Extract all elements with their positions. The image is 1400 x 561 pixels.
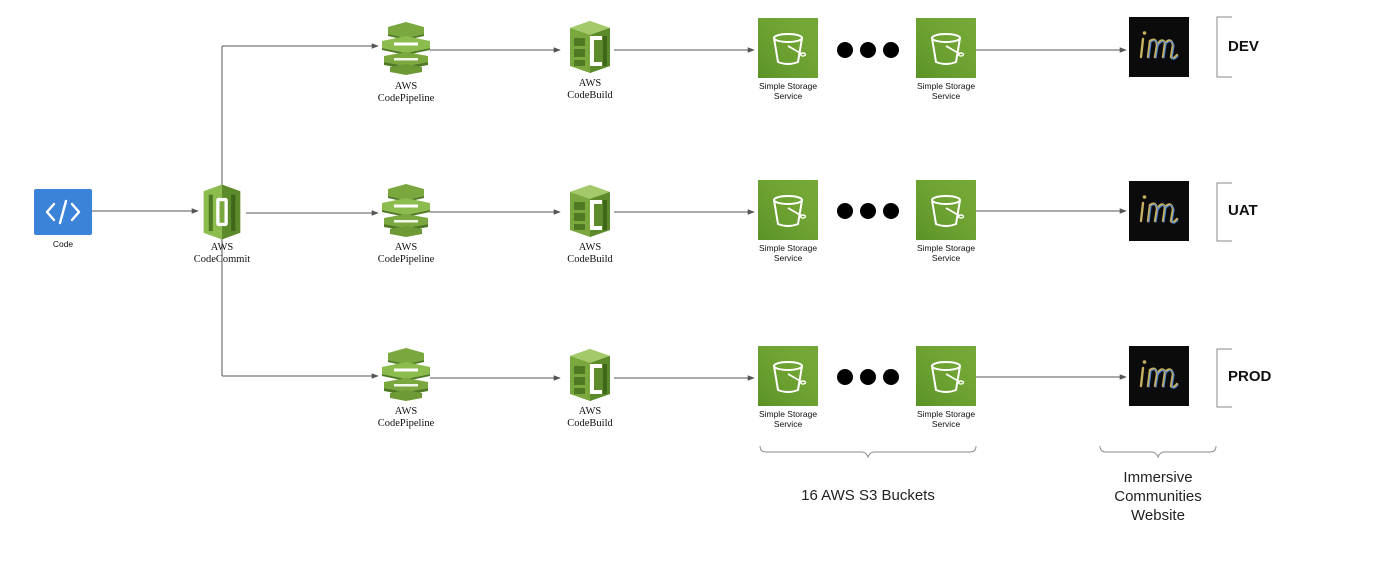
env-label: PROD (1228, 368, 1272, 385)
ellipsis-dots (837, 42, 899, 58)
s3-label-line2: Service (932, 419, 961, 429)
aws-codebuild-icon (568, 183, 612, 238)
s3-label-line1: Simple Storage (917, 243, 975, 253)
s3-label-line2: Service (774, 419, 803, 429)
code-icon (34, 189, 92, 235)
aws-codecommit-icon (203, 184, 241, 240)
s3-bucket-icon (758, 18, 818, 78)
codecommit-node: AWS CodeCommit (194, 184, 251, 265)
aws-codepipeline-icon (382, 22, 430, 75)
website-caption-line2: Communities (1114, 488, 1202, 505)
pipeline-label-line1: AWS (395, 242, 418, 253)
env-bracket (1216, 16, 1232, 78)
website-brace (1099, 445, 1217, 459)
s3-label-line1: Simple Storage (917, 81, 975, 91)
aws-codepipeline-icon (382, 348, 430, 401)
s3-bucket-icon (916, 346, 976, 406)
s3-label-line2: Service (774, 253, 803, 263)
build-label-line1: AWS (579, 78, 602, 89)
env-bracket (1216, 348, 1232, 408)
edges (92, 43, 1127, 381)
s3-label-line2: Service (774, 91, 803, 101)
immersive-communities-logo-icon (1129, 17, 1189, 77)
pipeline-label-line2: CodePipeline (378, 254, 435, 265)
buckets-brace (759, 445, 977, 459)
s3-label-line1: Simple Storage (759, 81, 817, 91)
codecommit-label-line2: CodeCommit (194, 254, 251, 265)
aws-codebuild-icon (568, 19, 612, 74)
s3-label-line2: Service (932, 91, 961, 101)
s3-bucket-icon (916, 180, 976, 240)
env-label: DEV (1228, 38, 1259, 55)
build-label-line1: AWS (579, 242, 602, 253)
env-bracket (1216, 182, 1232, 242)
immersive-communities-logo-icon (1129, 181, 1189, 241)
ellipsis-dots (837, 203, 899, 219)
s3-label-line2: Service (932, 253, 961, 263)
build-label-line2: CodeBuild (567, 418, 613, 429)
aws-codebuild-icon (568, 347, 612, 402)
env-label: UAT (1228, 202, 1258, 219)
build-label-line1: AWS (579, 406, 602, 417)
website-caption-line1: Immersive (1123, 469, 1192, 486)
build-label-line2: CodeBuild (567, 254, 613, 265)
s3-bucket-icon (916, 18, 976, 78)
s3-label-line1: Simple Storage (917, 409, 975, 419)
pipeline-label-line1: AWS (395, 81, 418, 92)
ellipsis-dots (837, 369, 899, 385)
build-label-line2: CodeBuild (567, 90, 613, 101)
aws-codepipeline-icon (382, 184, 430, 237)
row-dev: AWS CodePipeline AWS CodeBuild Simple St… (378, 16, 1259, 104)
pipeline-label-line1: AWS (395, 406, 418, 417)
row-uat: AWS CodePipeline AWS CodeBuild Simple St… (378, 180, 1258, 265)
s3-bucket-icon (758, 180, 818, 240)
website-caption-line3: Website (1131, 507, 1185, 524)
codecommit-label-line1: AWS (211, 242, 234, 253)
s3-label-line1: Simple Storage (759, 243, 817, 253)
buckets-caption: 16 AWS S3 Buckets (801, 487, 935, 504)
code-label: Code (53, 239, 74, 249)
pipeline-label-line2: CodePipeline (378, 93, 435, 104)
pipeline-label-line2: CodePipeline (378, 418, 435, 429)
immersive-communities-logo-icon (1129, 346, 1189, 406)
s3-bucket-icon (758, 346, 818, 406)
code-node: Code (34, 189, 92, 249)
row-prod: AWS CodePipeline AWS CodeBuild Simple St… (378, 346, 1272, 429)
s3-label-line1: Simple Storage (759, 409, 817, 419)
